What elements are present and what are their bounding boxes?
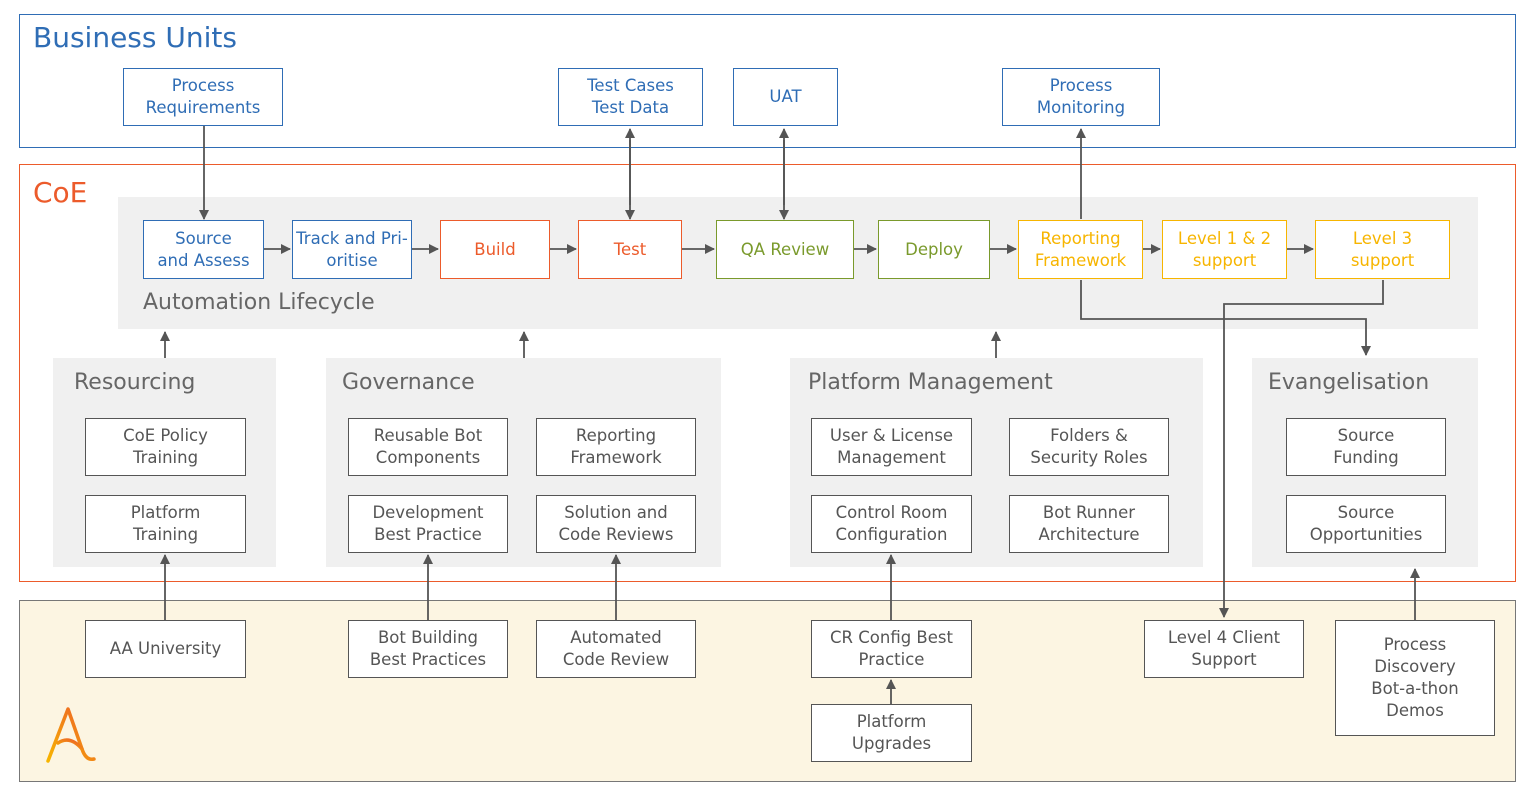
resourcing-title: Resourcing bbox=[74, 370, 196, 395]
development-best-practice-node: Development Best Practice bbox=[348, 495, 508, 553]
level-1-2-support-node: Level 1 & 2 support bbox=[1162, 220, 1287, 279]
process-requirements-node: Process Requirements bbox=[123, 68, 283, 126]
source-funding-node: Source Funding bbox=[1286, 418, 1446, 476]
automation-lifecycle-title: Automation Lifecycle bbox=[143, 290, 375, 315]
process-discovery-node: Process Discovery Bot-a-thon Demos bbox=[1335, 620, 1495, 736]
platform-upgrades-node: Platform Upgrades bbox=[811, 704, 972, 762]
track-and-prioritise-node: Track and Pri- oritise bbox=[292, 220, 412, 279]
source-and-assess-node: Source and Assess bbox=[143, 220, 264, 279]
cr-config-best-practice-node: CR Config Best Practice bbox=[811, 620, 972, 678]
platform-management-title: Platform Management bbox=[808, 370, 1053, 395]
build-node: Build bbox=[440, 220, 550, 279]
test-node: Test bbox=[578, 220, 682, 279]
coe-frame bbox=[19, 164, 1516, 582]
control-room-configuration-node: Control Room Configuration bbox=[811, 495, 972, 553]
test-cases-node: Test Cases Test Data bbox=[558, 68, 703, 126]
solution-code-reviews-node: Solution and Code Reviews bbox=[536, 495, 696, 553]
folders-security-roles-node: Folders & Security Roles bbox=[1009, 418, 1169, 476]
bot-runner-architecture-node: Bot Runner Architecture bbox=[1009, 495, 1169, 553]
level-3-support-node: Level 3 support bbox=[1315, 220, 1450, 279]
automated-code-review-node: Automated Code Review bbox=[536, 620, 696, 678]
governance-title: Governance bbox=[342, 370, 475, 395]
coe-policy-training-node: CoE Policy Training bbox=[85, 418, 246, 476]
bot-building-best-practices-node: Bot Building Best Practices bbox=[348, 620, 508, 678]
business-units-frame bbox=[19, 14, 1516, 148]
reusable-bot-components-node: Reusable Bot Components bbox=[348, 418, 508, 476]
business-units-title: Business Units bbox=[33, 21, 237, 54]
process-monitoring-node: Process Monitoring bbox=[1002, 68, 1160, 126]
user-license-management-node: User & License Management bbox=[811, 418, 972, 476]
uat-node: UAT bbox=[733, 68, 838, 126]
aa-university-node: AA University bbox=[85, 620, 246, 678]
platform-training-node: Platform Training bbox=[85, 495, 246, 553]
deploy-node: Deploy bbox=[878, 220, 990, 279]
coe-title: CoE bbox=[33, 176, 88, 209]
level-4-client-support-node: Level 4 Client Support bbox=[1144, 620, 1304, 678]
qa-review-node: QA Review bbox=[716, 220, 854, 279]
evangelisation-title: Evangelisation bbox=[1268, 370, 1430, 395]
source-opportunities-node: Source Opportunities bbox=[1286, 495, 1446, 553]
automation-anywhere-logo bbox=[46, 707, 96, 763]
reporting-framework-node: Reporting Framework bbox=[1018, 220, 1143, 279]
governance-reporting-framework-node: Reporting Framework bbox=[536, 418, 696, 476]
